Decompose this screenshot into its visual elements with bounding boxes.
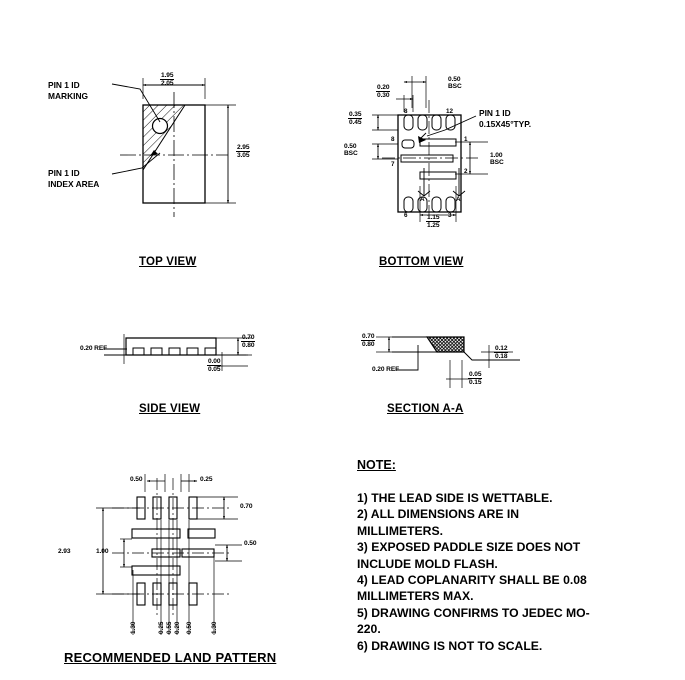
dim-land-inner-gap: 0.50 (244, 540, 257, 547)
title-land-pattern: RECOMMENDED LAND PATTERN (64, 650, 277, 665)
title-top-view: TOP VIEW (139, 256, 197, 268)
land-pattern-geometry (96, 474, 242, 635)
note-heading: NOTE: (357, 458, 396, 472)
bottom-view-geometry (372, 76, 488, 226)
dim-bottom-pitch-side: 0.50 BSC (344, 143, 358, 158)
dim-bottom-paddle-width: 1.15 1.25 (426, 214, 441, 230)
section-mark-a: A (420, 196, 425, 203)
callout-pin1-id-chamfer: PIN 1 ID 0.15X45°TYP. (479, 108, 532, 129)
dim-land-vertical: 1.30 (211, 621, 218, 634)
callout-pin1-marking: PIN 1 ID MARKING (48, 80, 89, 101)
pin-number: 12 (446, 108, 454, 115)
pin-number: 8 (391, 136, 395, 143)
dim-section-lead-thickness: 0.12 0.18 (494, 345, 509, 361)
dim-land-vertical: 0.55 (166, 621, 173, 634)
dim-side-seating-gap: 0.00 0.05 (207, 358, 222, 374)
note-list: 1) THE LEAD SIDE IS WETTABLE. 2) ALL DIM… (357, 490, 607, 654)
dim-land-pad-width: 0.25 (200, 476, 213, 483)
dim-land-vertical: 0.25 (158, 621, 165, 634)
section-mark-a: A (456, 196, 461, 203)
dim-bottom-paddle-pitch: 1.00 BSC (490, 152, 504, 167)
title-section-aa: SECTION A-A (387, 403, 464, 415)
pin-number: 2 (464, 168, 468, 175)
dim-section-height: 0.70 0.80 (361, 333, 376, 349)
dim-side-standoff-ref: 0.20 REF (80, 345, 108, 352)
note-item: 2) ALL DIMENSIONS ARE IN MILLIMETERS. (357, 507, 520, 538)
pin-number: 1 (464, 136, 468, 143)
pin-number: 7 (391, 161, 395, 168)
side-view-geometry (104, 334, 252, 371)
dim-top-body-width: 1.95 2.05 (160, 72, 175, 88)
pin-number: 6 (404, 212, 408, 219)
note-item: 1) THE LEAD SIDE IS WETTABLE. (357, 491, 553, 505)
dim-section-lead-foot: 0.05 0.15 (468, 371, 483, 387)
dim-bottom-lead-width: 0.20 0.30 (376, 84, 391, 100)
top-view-geometry (111, 78, 236, 217)
dim-land-vertical: 0.50 (186, 621, 193, 634)
pin-number: 3 (448, 212, 452, 219)
note-item: 3) EXPOSED PADDLE SIZE DOES NOT INCLUDE … (357, 540, 581, 571)
dim-land-vertical: 1.30 (130, 621, 137, 634)
title-side-view: SIDE VIEW (139, 403, 201, 415)
note-item: 5) DRAWING CONFIRMS TO JEDEC MO-220. (357, 605, 590, 637)
dim-bottom-lead-length: 0.35 0.45 (348, 111, 363, 127)
dim-land-overall-height: 2.93 (58, 548, 71, 555)
dim-land-pitch: 0.50 (130, 476, 143, 483)
title-bottom-view: BOTTOM VIEW (379, 256, 464, 268)
dim-bottom-pitch-top: 0.50 BSC (448, 76, 462, 91)
dim-side-body-height: 0.70 0.80 (241, 334, 256, 350)
section-aa-geometry (376, 336, 520, 388)
callout-pin1-index-area: PIN 1 ID INDEX AREA (48, 168, 100, 189)
pin-number: 8 (404, 108, 408, 115)
dim-land-vertical: 0.20 (174, 621, 181, 634)
note-item: 4) LEAD COPLANARITY SHALL BE 0.08 MILLIM… (357, 573, 587, 604)
note-item: 6) DRAWING IS NOT TO SCALE. (357, 638, 543, 653)
dim-top-body-length: 2.95 3.05 (236, 144, 251, 160)
dim-section-standoff-ref: 0.20 REF (372, 366, 400, 373)
dim-land-mid-span: 1.00 (96, 548, 109, 555)
dim-land-pad-row: 0.70 (240, 503, 253, 510)
